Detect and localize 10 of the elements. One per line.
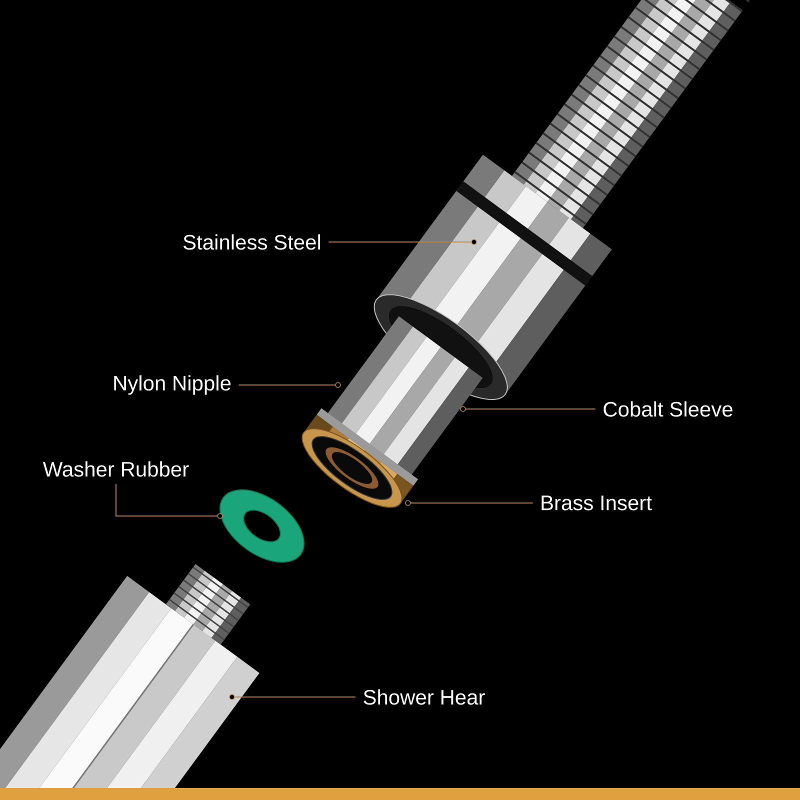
part-label: Washer Rubber [42, 461, 189, 477]
part-label: Brass Insert [542, 496, 652, 510]
leader-line [410, 502, 534, 504]
part-label: Stainless Steel [184, 234, 320, 250]
leader-line [116, 483, 218, 516]
leader-line [238, 384, 336, 386]
part-label: Nylon Nipple [114, 375, 231, 395]
part-label: Cobalt Sleeve [604, 401, 732, 417]
leader-line [465, 408, 596, 410]
part-label: Shower Hear [364, 689, 485, 705]
